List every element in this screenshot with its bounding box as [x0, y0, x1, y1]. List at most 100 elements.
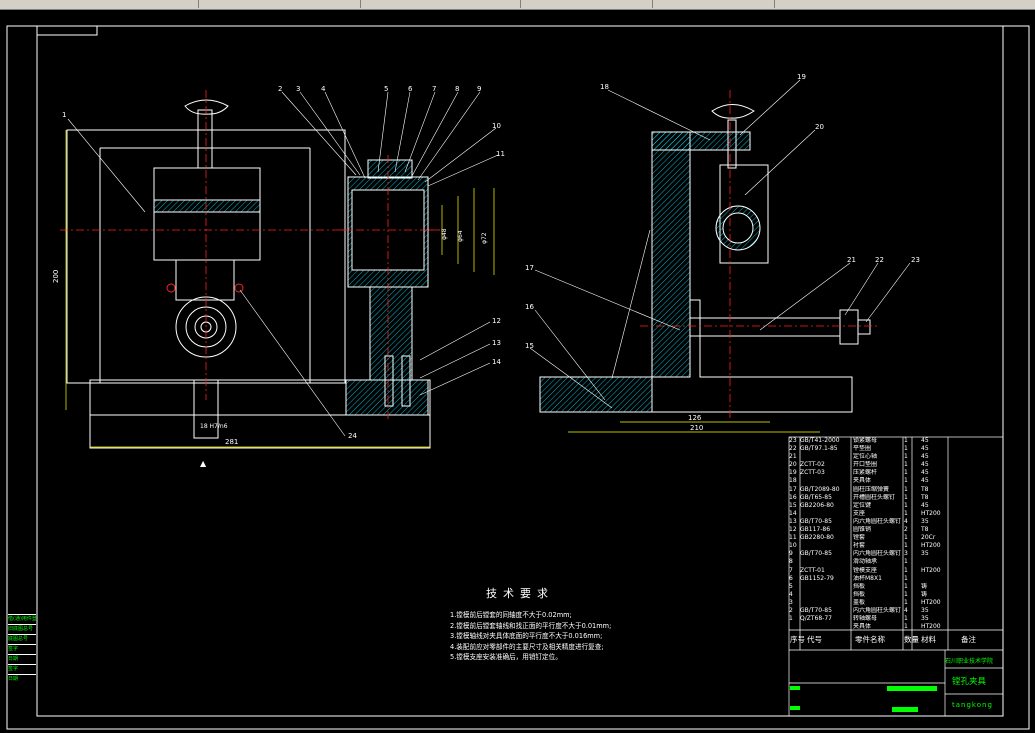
bom-cell: HT200 — [921, 566, 941, 574]
tech-item: 4.装配前应对零部件的主要尺寸及相关精度进行复查; — [450, 642, 604, 651]
bom-cell: 1 — [904, 445, 908, 453]
bom-header-cell: 序号 — [790, 635, 805, 644]
window-tab[interactable] — [58, 0, 199, 8]
balloon-labels: 1 2 3 4 5 6 7 8 9 10 11 12 13 14 15 16 1… — [62, 73, 920, 440]
bom-cell: 17 — [789, 485, 797, 493]
dim-dia3: φ72 — [481, 232, 488, 244]
bom-cell: HT200 — [921, 509, 941, 517]
bom-cell: 1 — [904, 437, 908, 444]
bom-cell: HT200 — [921, 623, 941, 631]
bom-cell: 1 — [904, 485, 908, 493]
bom-cell: 1 — [904, 509, 908, 517]
balloon: 6 — [408, 85, 413, 93]
strip-cell: 日期 — [8, 654, 36, 664]
balloon: 17 — [525, 264, 534, 272]
bom-cell: 夹具体 — [853, 477, 872, 485]
window-tab[interactable] — [654, 0, 775, 8]
bom-cell: 2 — [904, 526, 908, 534]
bom-cell: 16 — [789, 493, 797, 501]
bom-cell: 压紧螺杆 — [853, 469, 878, 477]
bom-cell: 油杯M8X1 — [853, 574, 882, 582]
leader-lines — [67, 79, 911, 437]
bom-cell: 10 — [789, 542, 797, 550]
middle-dimension-lines — [441, 188, 495, 275]
bom-cell: 23 — [789, 437, 797, 444]
bom-cell: 3 — [904, 550, 908, 558]
bom-cell: 1 — [904, 558, 908, 566]
drawing-canvas[interactable]: 200 281 18 H7/n6 ▲ φ48 φ64 φ72 — [0, 9, 1035, 733]
dim-left-height: 200 — [52, 270, 60, 283]
balloon: 3 — [296, 85, 300, 93]
balloon: 9 — [477, 85, 481, 93]
balloon: 5 — [384, 85, 388, 93]
bom-cell: 20Cr — [921, 534, 936, 542]
bom-cell: 1 — [904, 566, 908, 574]
tech-item: 1.镗模前后镗套的同轴度不大于0.02mm; — [450, 611, 572, 619]
bom-cell: 14 — [789, 509, 797, 517]
bom-cell: GB2206-80 — [800, 501, 834, 509]
window-tab[interactable] — [522, 0, 653, 8]
bom-cell: T8 — [921, 526, 929, 534]
bom-cell: 铸 — [921, 582, 928, 590]
window-tab[interactable] — [200, 0, 361, 8]
bom-cell: 1 — [904, 623, 908, 631]
dim-right-outer: 210 — [690, 424, 703, 432]
bom-header-cell: 代号 — [807, 635, 822, 644]
strip-cell: 签字 — [8, 644, 36, 654]
strip-cell: 签字 — [8, 664, 36, 674]
dim-left-width: 281 — [225, 438, 238, 446]
bom-cell: 夹具体 — [853, 623, 872, 631]
window-tab[interactable] — [362, 0, 521, 8]
window-tab-strip[interactable] — [0, 0, 1035, 10]
bom-cell: GB/T70-85 — [800, 606, 832, 614]
balloon: 23 — [911, 256, 920, 264]
dim-right-inner: 126 — [688, 414, 702, 422]
drawing-title: 镗孔夹具 — [952, 677, 987, 687]
bom-cell: 圆柱压缩弹簧 — [853, 485, 890, 493]
bom-cell: 21 — [789, 453, 797, 461]
bom-cell: GB/T70-85 — [800, 550, 832, 558]
tech-item: 3.镗模轴线对夹具体底面的平行度不大于0.016mm; — [450, 632, 603, 641]
bom-cell: 1 — [904, 590, 908, 598]
tech-item: 2.镗模前后镗套轴线和找正面的平行度不大于0.01mm; — [450, 621, 612, 630]
balloon: 12 — [492, 317, 501, 325]
inner-frame — [36, 25, 1004, 717]
bom-cell: 锁紧螺母 — [853, 437, 878, 444]
bom-cell: 2 — [789, 606, 793, 614]
left-revision-strip: 借(通)用件登记 旧底图总号 底图总号 签字 日期 签字 日期 — [8, 614, 36, 684]
balloon: 18 — [600, 83, 609, 91]
bom-cell: GB117-86 — [800, 526, 831, 534]
left-dimension-lines — [65, 130, 430, 448]
bom-cell: 1 — [789, 615, 793, 623]
bom-cell: 1 — [904, 574, 908, 582]
balloon: 2 — [278, 85, 282, 93]
bom-cell: 挡板 — [853, 582, 866, 590]
bom-cell: 45 — [921, 469, 929, 477]
author-name: tangkong — [952, 701, 993, 709]
bom-cell: 4 — [789, 590, 793, 598]
bom-header-cell: 备注 — [961, 635, 976, 644]
bom-cell: 内六角圆柱头螺钉 — [853, 550, 902, 558]
bom-cell: ZCTT-02 — [800, 461, 825, 469]
balloon: 13 — [492, 339, 501, 347]
bom-cell: 圆锥销 — [853, 526, 872, 534]
bom-cell: 9 — [789, 550, 793, 558]
bom-cell: GB/T2089-80 — [800, 485, 840, 493]
bom-cell: 铸 — [921, 590, 928, 598]
bom-cell: 1 — [904, 598, 908, 606]
bom-cell: 镗模支座 — [853, 566, 878, 574]
pin-hole-left — [166, 283, 176, 293]
bom-cell: 4 — [904, 517, 908, 525]
bom-cell: 7 — [789, 566, 793, 574]
